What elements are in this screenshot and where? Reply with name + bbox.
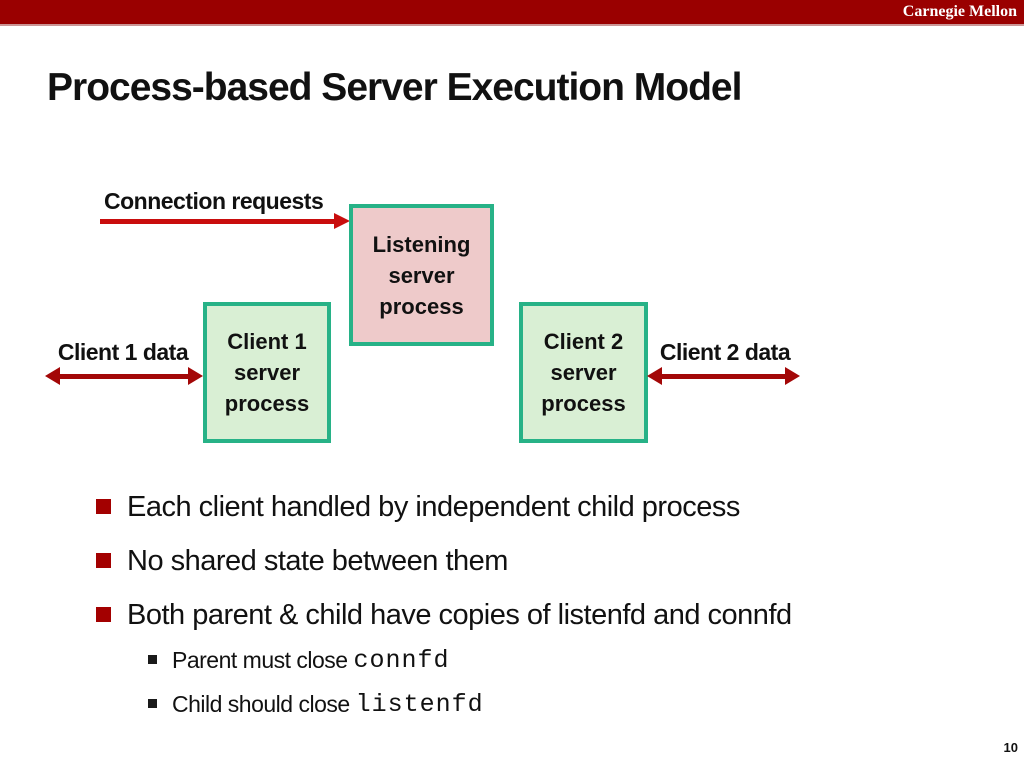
bullet-item: Both parent & child have copies of liste… xyxy=(96,594,792,636)
client1-data-arrow-left-head-icon xyxy=(45,367,60,385)
box-line: server xyxy=(388,262,455,288)
top-banner: Carnegie Mellon xyxy=(0,0,1024,26)
page-title: Process-based Server Execution Model xyxy=(47,66,742,109)
sub-bullet-text: Child should close xyxy=(172,690,356,717)
sub-bullet-item: Child should close listenfd xyxy=(148,685,484,723)
bullet-square-icon xyxy=(96,552,111,568)
box-line: server xyxy=(550,360,617,385)
box-line: Listening xyxy=(372,231,471,257)
client1-server-process-box: Client 1 server process xyxy=(203,302,331,443)
box-line: process xyxy=(541,391,626,416)
bullet-square-icon xyxy=(96,606,111,622)
box-line: server xyxy=(233,360,301,385)
bullet-text: Both parent & child have copies of liste… xyxy=(127,598,792,631)
box-line: Client 1 xyxy=(227,329,307,354)
box-line: Client 2 xyxy=(543,329,624,354)
client1-data-arrow-right-head-icon xyxy=(188,367,203,385)
connection-requests-label: Connection requests xyxy=(104,188,324,214)
box-line: process xyxy=(379,293,464,319)
sub-bullet-code: listenfd xyxy=(355,689,484,719)
sub-bullet-square-icon xyxy=(148,698,157,708)
bullet-item: No shared state between them xyxy=(96,540,508,582)
sub-bullet-item: Parent must close connfd xyxy=(148,641,449,679)
brand-logo-text: Carnegie Mellon xyxy=(902,3,1017,20)
sub-bullet-square-icon xyxy=(148,654,157,664)
sub-bullet-text: Parent must close xyxy=(172,646,354,673)
bullet-square-icon xyxy=(96,498,111,514)
box-line: process xyxy=(224,391,310,416)
bullet-text: Each client handled by independent child… xyxy=(127,490,740,523)
connection-arrow-head-icon xyxy=(334,213,350,229)
sub-bullet-code: connfd xyxy=(353,645,450,675)
client2-data-arrow-left-head-icon xyxy=(647,367,662,385)
connection-arrow-line xyxy=(100,219,336,224)
listening-server-process-box: Listening server process xyxy=(349,204,494,346)
client2-data-label: Client 2 data xyxy=(659,339,791,365)
client2-server-process-box: Client 2 server process xyxy=(519,302,648,443)
bullet-item: Each client handled by independent child… xyxy=(96,486,740,528)
client1-data-arrow-line xyxy=(58,374,190,379)
client2-data-arrow-line xyxy=(660,374,786,379)
bullet-text: No shared state between them xyxy=(127,544,508,577)
client1-data-label: Client 1 data xyxy=(57,339,189,365)
page-number: 10 xyxy=(1003,740,1018,755)
client2-data-arrow-right-head-icon xyxy=(785,367,800,385)
